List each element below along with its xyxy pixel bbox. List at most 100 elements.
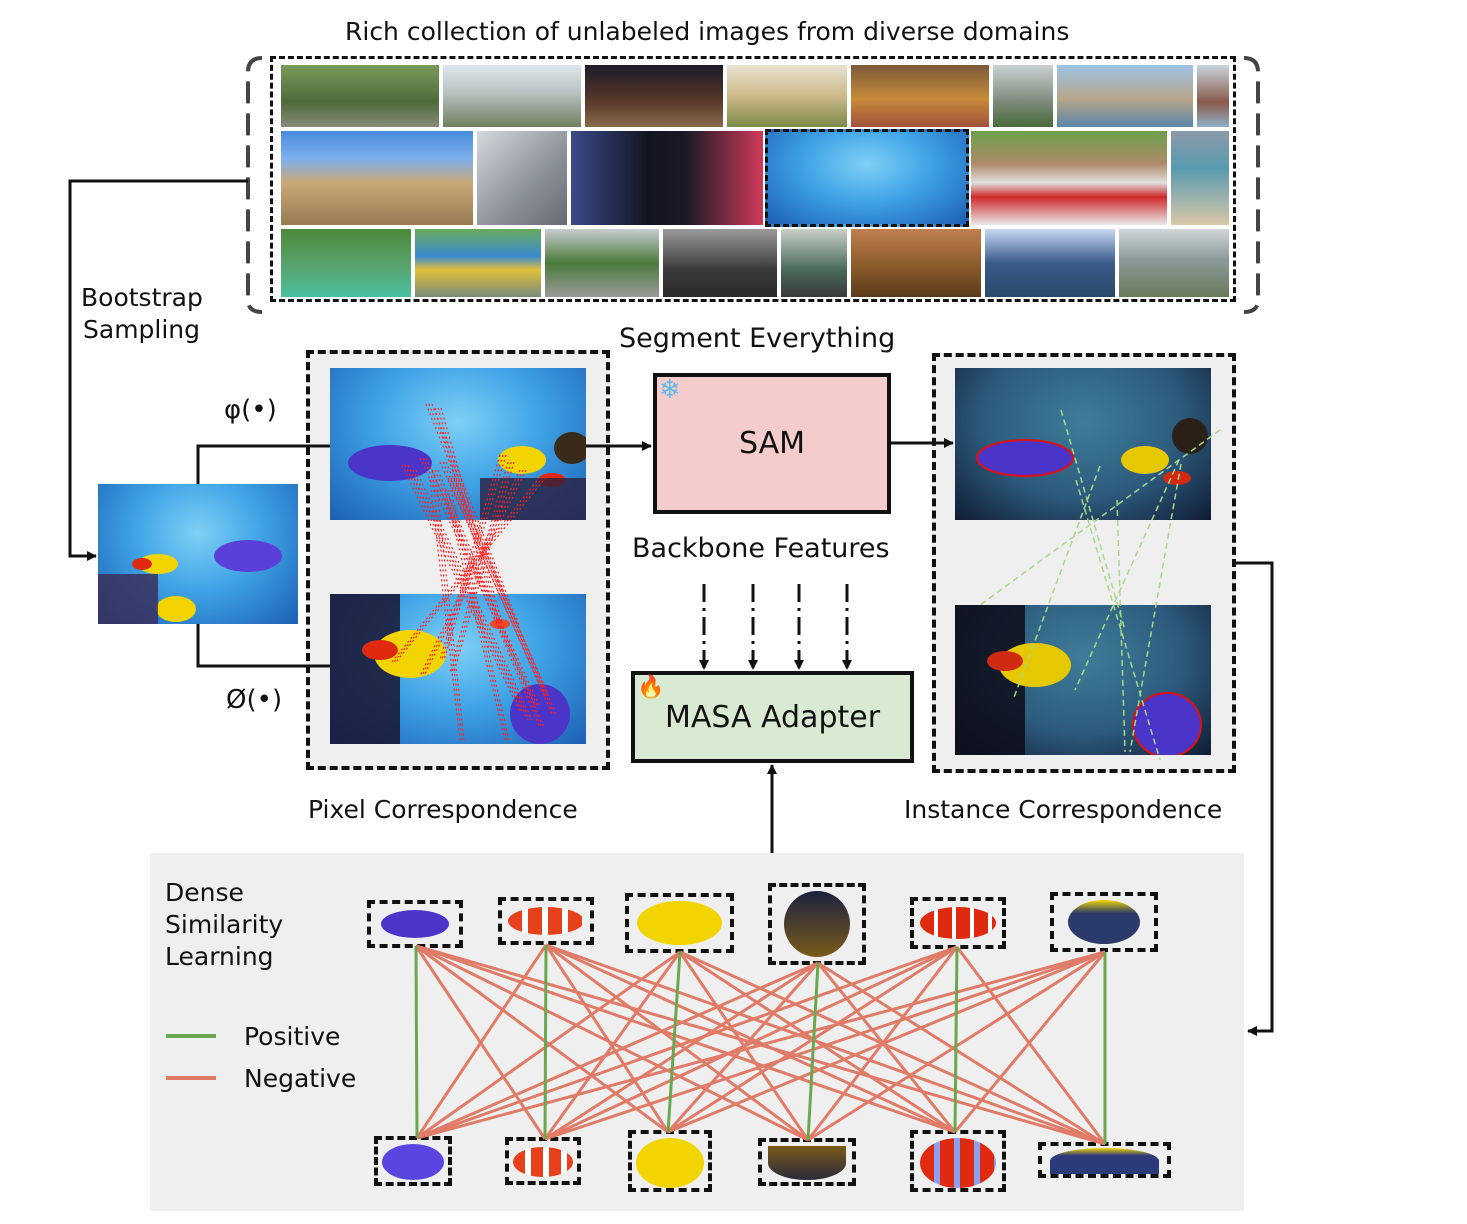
- coral: [98, 574, 158, 624]
- blue-tang-fish: [510, 684, 570, 744]
- instance-match-line: [1060, 409, 1126, 631]
- collection-image: [983, 227, 1117, 299]
- fish-crop-top: [625, 893, 734, 953]
- pixel-view-oslash: [330, 594, 586, 744]
- fish-scene: [348, 432, 586, 520]
- pixel-match-line: [412, 469, 531, 721]
- collection-image: [661, 227, 779, 299]
- instance-match-line: [1012, 465, 1101, 701]
- negative-edge: [544, 945, 958, 1141]
- negative-edge: [415, 944, 548, 1139]
- instance-view-bottom: [955, 605, 1211, 755]
- pixel-match-line: [437, 407, 501, 623]
- collection-image-highlighted: [765, 129, 969, 227]
- sam-block: ❄ SAM: [653, 373, 891, 514]
- pixel-match-line: [404, 464, 523, 713]
- dense-title-line3: Learning: [165, 942, 274, 971]
- masa-adapter-label: MASA Adapter: [664, 699, 881, 735]
- legend-positive-swatch: [166, 1034, 216, 1038]
- negative-edge: [416, 961, 819, 1140]
- pixel-correspondence-label: Pixel Correspondence: [308, 795, 578, 824]
- positive-edge: [953, 946, 959, 1133]
- pixel-match-line: [409, 469, 529, 721]
- collection-image: [725, 63, 849, 129]
- bootstrap-label-line2: Sampling: [83, 315, 201, 344]
- pixel-match-lines: [391, 403, 557, 741]
- collection-image: [475, 129, 569, 227]
- backbone-arrows: [699, 584, 852, 670]
- pixel-match-line: [435, 479, 465, 741]
- butterflyfish: [554, 432, 586, 464]
- negative-edge: [416, 945, 958, 1140]
- instance-match-line: [979, 429, 1221, 606]
- pixel-match-line: [449, 461, 509, 673]
- clownfish: [362, 640, 398, 660]
- negative-edge: [667, 950, 1106, 1134]
- fish-crop-top: [1050, 892, 1158, 952]
- collection-image: [1117, 227, 1231, 299]
- pixel-match-line: [431, 403, 520, 626]
- fish-crop-bottom: [505, 1137, 581, 1185]
- legend-negative-label: Negative: [244, 1064, 357, 1093]
- phi-label: φ(•): [224, 395, 277, 425]
- clownfish: [987, 651, 1023, 671]
- pixel-match-line: [441, 454, 504, 661]
- pixel-match-line: [423, 469, 527, 677]
- collection-image: [441, 63, 583, 129]
- negative-edge: [679, 950, 956, 1134]
- pixel-match-line: [431, 469, 541, 729]
- fish-crop-bottom: [910, 1130, 1006, 1192]
- pixel-match-line: [415, 469, 533, 721]
- pixel-match-line: [421, 469, 524, 677]
- blue-tang-fish: [348, 445, 432, 481]
- collection-image: [1169, 129, 1231, 227]
- negative-edge: [816, 962, 957, 1133]
- collection-image: [569, 129, 765, 227]
- pixel-match-line: [437, 469, 545, 729]
- collection-image: [849, 227, 983, 299]
- positive-edge: [414, 945, 419, 1139]
- pixel-match-line: [401, 464, 521, 713]
- fire-icon: 🔥: [637, 675, 665, 700]
- pixel-match-line: [419, 469, 521, 677]
- yellow-tang-fish: [156, 596, 196, 622]
- phi-branch-line: [196, 444, 330, 484]
- legend-negative-swatch: [166, 1076, 216, 1080]
- blue-tang-fish-mask: [976, 439, 1074, 477]
- blue-tang-fish-mask: [1132, 692, 1202, 755]
- instance-match-line: [1074, 459, 1180, 691]
- instance-match-line: [1116, 499, 1126, 753]
- yellow-tang-fish: [374, 630, 446, 678]
- backbone-features-label: Backbone Features: [632, 533, 890, 564]
- collection-image: [1195, 63, 1231, 129]
- collection-image: [413, 227, 543, 299]
- dense-similarity-lines: [414, 943, 1107, 1146]
- fish-crop-top: [498, 897, 594, 945]
- blue-tang-fish: [214, 540, 282, 572]
- legend-positive-label: Positive: [244, 1022, 341, 1051]
- pixel-match-line: [422, 457, 538, 706]
- collection-image: [279, 63, 441, 129]
- positive-edge: [543, 944, 548, 1140]
- pixel-match-line: [443, 454, 507, 661]
- negative-edge: [415, 944, 956, 1134]
- dense-title-line2: Similarity: [165, 910, 284, 939]
- collection-title: Rich collection of unlabeled images from…: [345, 17, 1070, 46]
- yellow-tang-fish: [138, 554, 178, 574]
- pixel-match-line: [434, 469, 543, 729]
- source-image: [98, 484, 298, 624]
- collection-image: [779, 227, 849, 299]
- fish-crop-bottom: [374, 1136, 452, 1186]
- oslash-branch-line: [196, 624, 330, 668]
- pixel-match-line: [440, 407, 503, 623]
- bootstrap-label-line1: Bootstrap: [81, 283, 203, 312]
- collection-image: [991, 63, 1055, 129]
- negative-edge: [544, 950, 1106, 1141]
- fish-crop-top: [768, 883, 866, 965]
- negative-edge: [679, 950, 1106, 1146]
- pixel-match-line: [425, 403, 516, 626]
- instance-match-lines: [979, 409, 1221, 761]
- pixel-match-line: [451, 461, 512, 673]
- pixel-match-line: [432, 479, 463, 741]
